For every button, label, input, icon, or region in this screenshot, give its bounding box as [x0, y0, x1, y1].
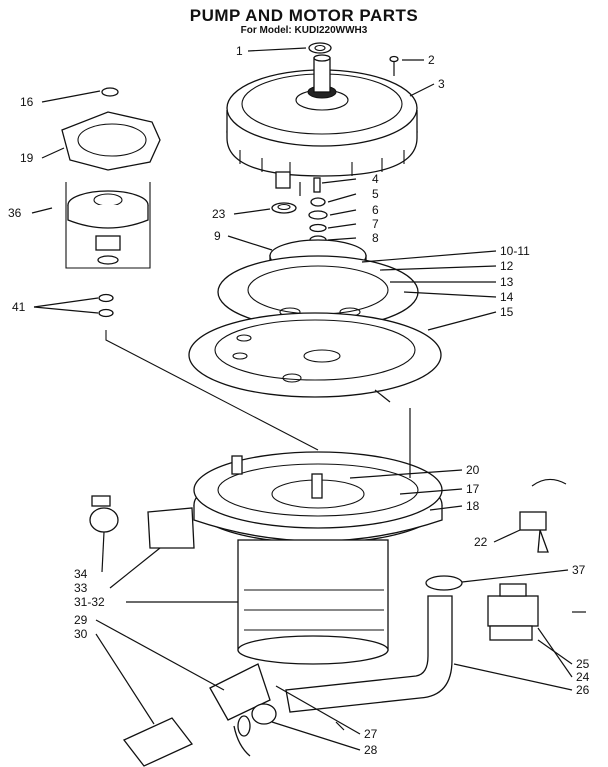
callout-27: 27: [364, 727, 378, 741]
callout-10-11: 10-11: [500, 244, 530, 258]
callout-5: 5: [372, 187, 379, 201]
part-27-screw: [335, 721, 345, 731]
part-34-clamp: [89, 495, 119, 533]
part-28-bracket: [251, 703, 277, 725]
callout-3: 3: [438, 77, 445, 91]
callout-41: 41: [12, 300, 26, 314]
part-14-15-housing: [188, 312, 442, 403]
callout-22: 22: [474, 535, 488, 549]
page-title: PUMP AND MOTOR PARTS: [189, 6, 419, 25]
callout-2: 2: [428, 53, 435, 67]
callout-14: 14: [500, 290, 514, 304]
callout-36: 36: [8, 206, 22, 220]
part-12-13-plate: [217, 255, 419, 329]
callout-19: 19: [20, 151, 34, 165]
callout-29: 29: [74, 613, 88, 627]
part-2-screw: [389, 55, 399, 76]
part-24-25-relay: [487, 583, 586, 641]
callout-12: 12: [500, 259, 514, 273]
callout-26: 26: [576, 683, 590, 697]
part-29-30-valve: [122, 663, 271, 767]
callout-9: 9: [214, 229, 221, 243]
callout-30: 30: [74, 627, 88, 641]
callout-34: 34: [74, 567, 88, 581]
callout-24: 24: [576, 670, 590, 684]
callout-8: 8: [372, 231, 379, 245]
callout-20: 20: [466, 463, 480, 477]
part-36-assembly: [65, 182, 151, 269]
part-33-hose: [147, 507, 195, 549]
callout-15: 15: [500, 305, 514, 319]
callout-18: 18: [466, 499, 480, 513]
part-7-washer: [309, 223, 327, 233]
callout-7: 7: [372, 217, 379, 231]
part-3-motor: [226, 54, 418, 196]
part-16-o-ring: [101, 87, 119, 97]
callout-33: 33: [74, 581, 88, 595]
part-5-nut: [310, 197, 326, 207]
part-37-clamp: [425, 575, 463, 591]
part-41-o-rings: [98, 293, 319, 451]
part-6-washer: [308, 210, 328, 220]
callout-31-32: 31-32: [74, 595, 105, 609]
callout-17: 17: [466, 482, 480, 496]
model-subtitle: For Model: KUDI220WWH3: [240, 25, 368, 36]
part-17-18-20-pump-base: [193, 408, 443, 544]
leader-lines: [31, 47, 573, 751]
callout-28: 28: [364, 743, 378, 757]
callout-1: 1: [236, 44, 243, 58]
callout-23: 23: [212, 207, 226, 221]
callout-16: 16: [20, 95, 34, 109]
part-22-sensor: [519, 478, 567, 553]
callout-6: 6: [372, 203, 379, 217]
part-23-seal: [271, 202, 297, 214]
callout-25: 25: [576, 657, 590, 671]
part-4-bolt: [313, 177, 321, 193]
part-1-washer: [308, 42, 332, 54]
callout-37: 37: [572, 563, 586, 577]
part-26-drain-hose: [285, 595, 453, 713]
part-19-gasket: [61, 111, 161, 171]
part-31-32-body: [237, 539, 389, 665]
callout-4: 4: [372, 172, 379, 186]
callout-13: 13: [500, 275, 514, 289]
